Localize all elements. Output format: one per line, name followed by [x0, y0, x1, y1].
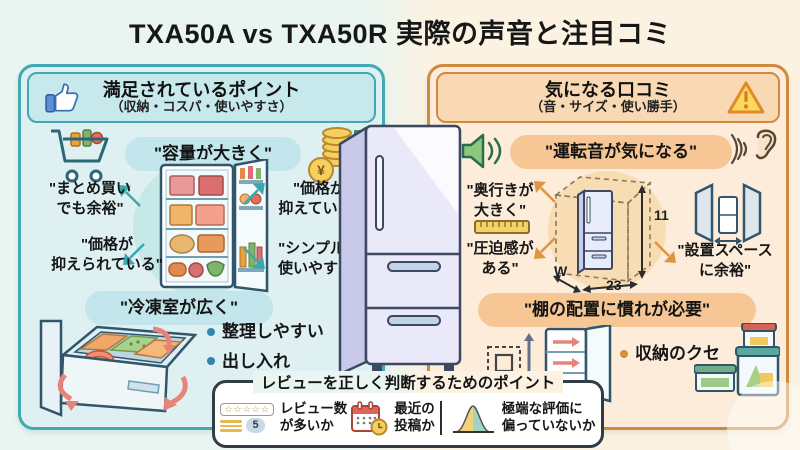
quote-bulk-buy: "まとめ買い でも余裕"	[48, 180, 132, 217]
dimension-width-label: W	[554, 263, 568, 279]
arrow-to-depth	[532, 179, 558, 205]
freezer-points: 整理しやすい 出し入れ	[207, 317, 324, 377]
ruler-icon	[474, 219, 530, 235]
dimension-depth-label: 23	[606, 277, 622, 293]
noise-badge: "運転音が気になる"	[510, 135, 732, 169]
open-fridge-illustration	[143, 159, 275, 297]
quote-price-low: "価格が 抑えられている"	[51, 236, 163, 273]
calendar-clock-icon	[350, 400, 388, 436]
installation-space-icon	[692, 183, 764, 249]
shelf-layout-badge: "棚の配置に慣れが必要"	[478, 293, 756, 327]
food-containers-icon	[694, 323, 780, 401]
quote-pressure: "圧迫感が ある"	[466, 240, 534, 277]
review-count-value: 5	[246, 418, 265, 434]
quote-space: "設置スペース に余裕"	[677, 242, 773, 279]
tip-recent-posts: 最近の 投稿か	[350, 400, 435, 436]
satisfied-subtitle: （収納・コスパ・使いやすさ）	[110, 99, 293, 115]
warning-triangle-icon	[726, 80, 766, 116]
speaker-sound-icon	[460, 131, 504, 171]
arrow-to-pressure	[532, 235, 558, 261]
freezer-badge: "冷凍室が広く"	[85, 291, 273, 325]
dimension-height-label: 11	[654, 207, 669, 223]
fridge-dimensions-illustration	[546, 169, 666, 299]
freezer-drawer-illustration	[35, 319, 200, 421]
satisfied-panel-header: 満足されているポイント （収納・コスパ・使いやすさ）	[27, 72, 376, 123]
arrow-to-space	[652, 239, 678, 265]
satisfied-title: 満足されているポイント	[102, 79, 301, 100]
axis-divider	[439, 401, 442, 435]
review-tips-box: レビューを正しく判断するためのポイント ☆☆☆☆☆ 5 レビュー数 が多いか	[212, 371, 604, 448]
stars-strip: ☆☆☆☆☆	[220, 402, 274, 417]
freezer-point-1: 整理しやすい	[207, 317, 324, 347]
quote-depth: "奥行きが 大きく"	[466, 182, 534, 219]
arrow-to-bulk-buy	[117, 183, 143, 209]
storage-point: 収納のクセ	[620, 339, 720, 369]
page-title: TXA50A vs TXA50R 実際の声音と注目コミ	[128, 19, 672, 49]
thumbs-up-icon	[45, 82, 81, 114]
ear-icon	[730, 125, 780, 173]
arrow-to-simple	[241, 245, 267, 271]
concerns-panel: 気になる口コミ （音・サイズ・使い勝手） "運転音が気になる"	[427, 64, 789, 430]
bell-curve-icon	[450, 401, 496, 435]
yen-symbol: ¥	[317, 162, 325, 178]
concerns-title: 気になる口コミ	[545, 79, 671, 100]
arrow-to-price-left	[121, 241, 147, 267]
concerns-subtitle: （音・サイズ・使い勝手）	[530, 99, 686, 115]
satisfied-points-panel: 満足されているポイント （収納・コスパ・使いやすさ） "容量が大きく"	[18, 64, 385, 430]
refrigerator-hero-illustration	[332, 116, 468, 378]
freezer-point-2: 出し入れ	[207, 347, 324, 377]
tip-extreme-ratings: 極端な評価に 偏っていないか	[438, 401, 596, 435]
five-stars-review-icon: ☆☆☆☆☆ 5	[220, 402, 274, 434]
tip-review-count: ☆☆☆☆☆ 5 レビュー数 が多いか	[220, 401, 347, 435]
concerns-panel-header: 気になる口コミ （音・サイズ・使い勝手）	[436, 72, 780, 123]
review-tips-title: レビューを正しく判断するためのポイント	[215, 371, 601, 393]
arrow-to-price-right	[241, 181, 267, 207]
shopping-cart-icon	[49, 125, 115, 185]
review-lines	[220, 420, 243, 432]
